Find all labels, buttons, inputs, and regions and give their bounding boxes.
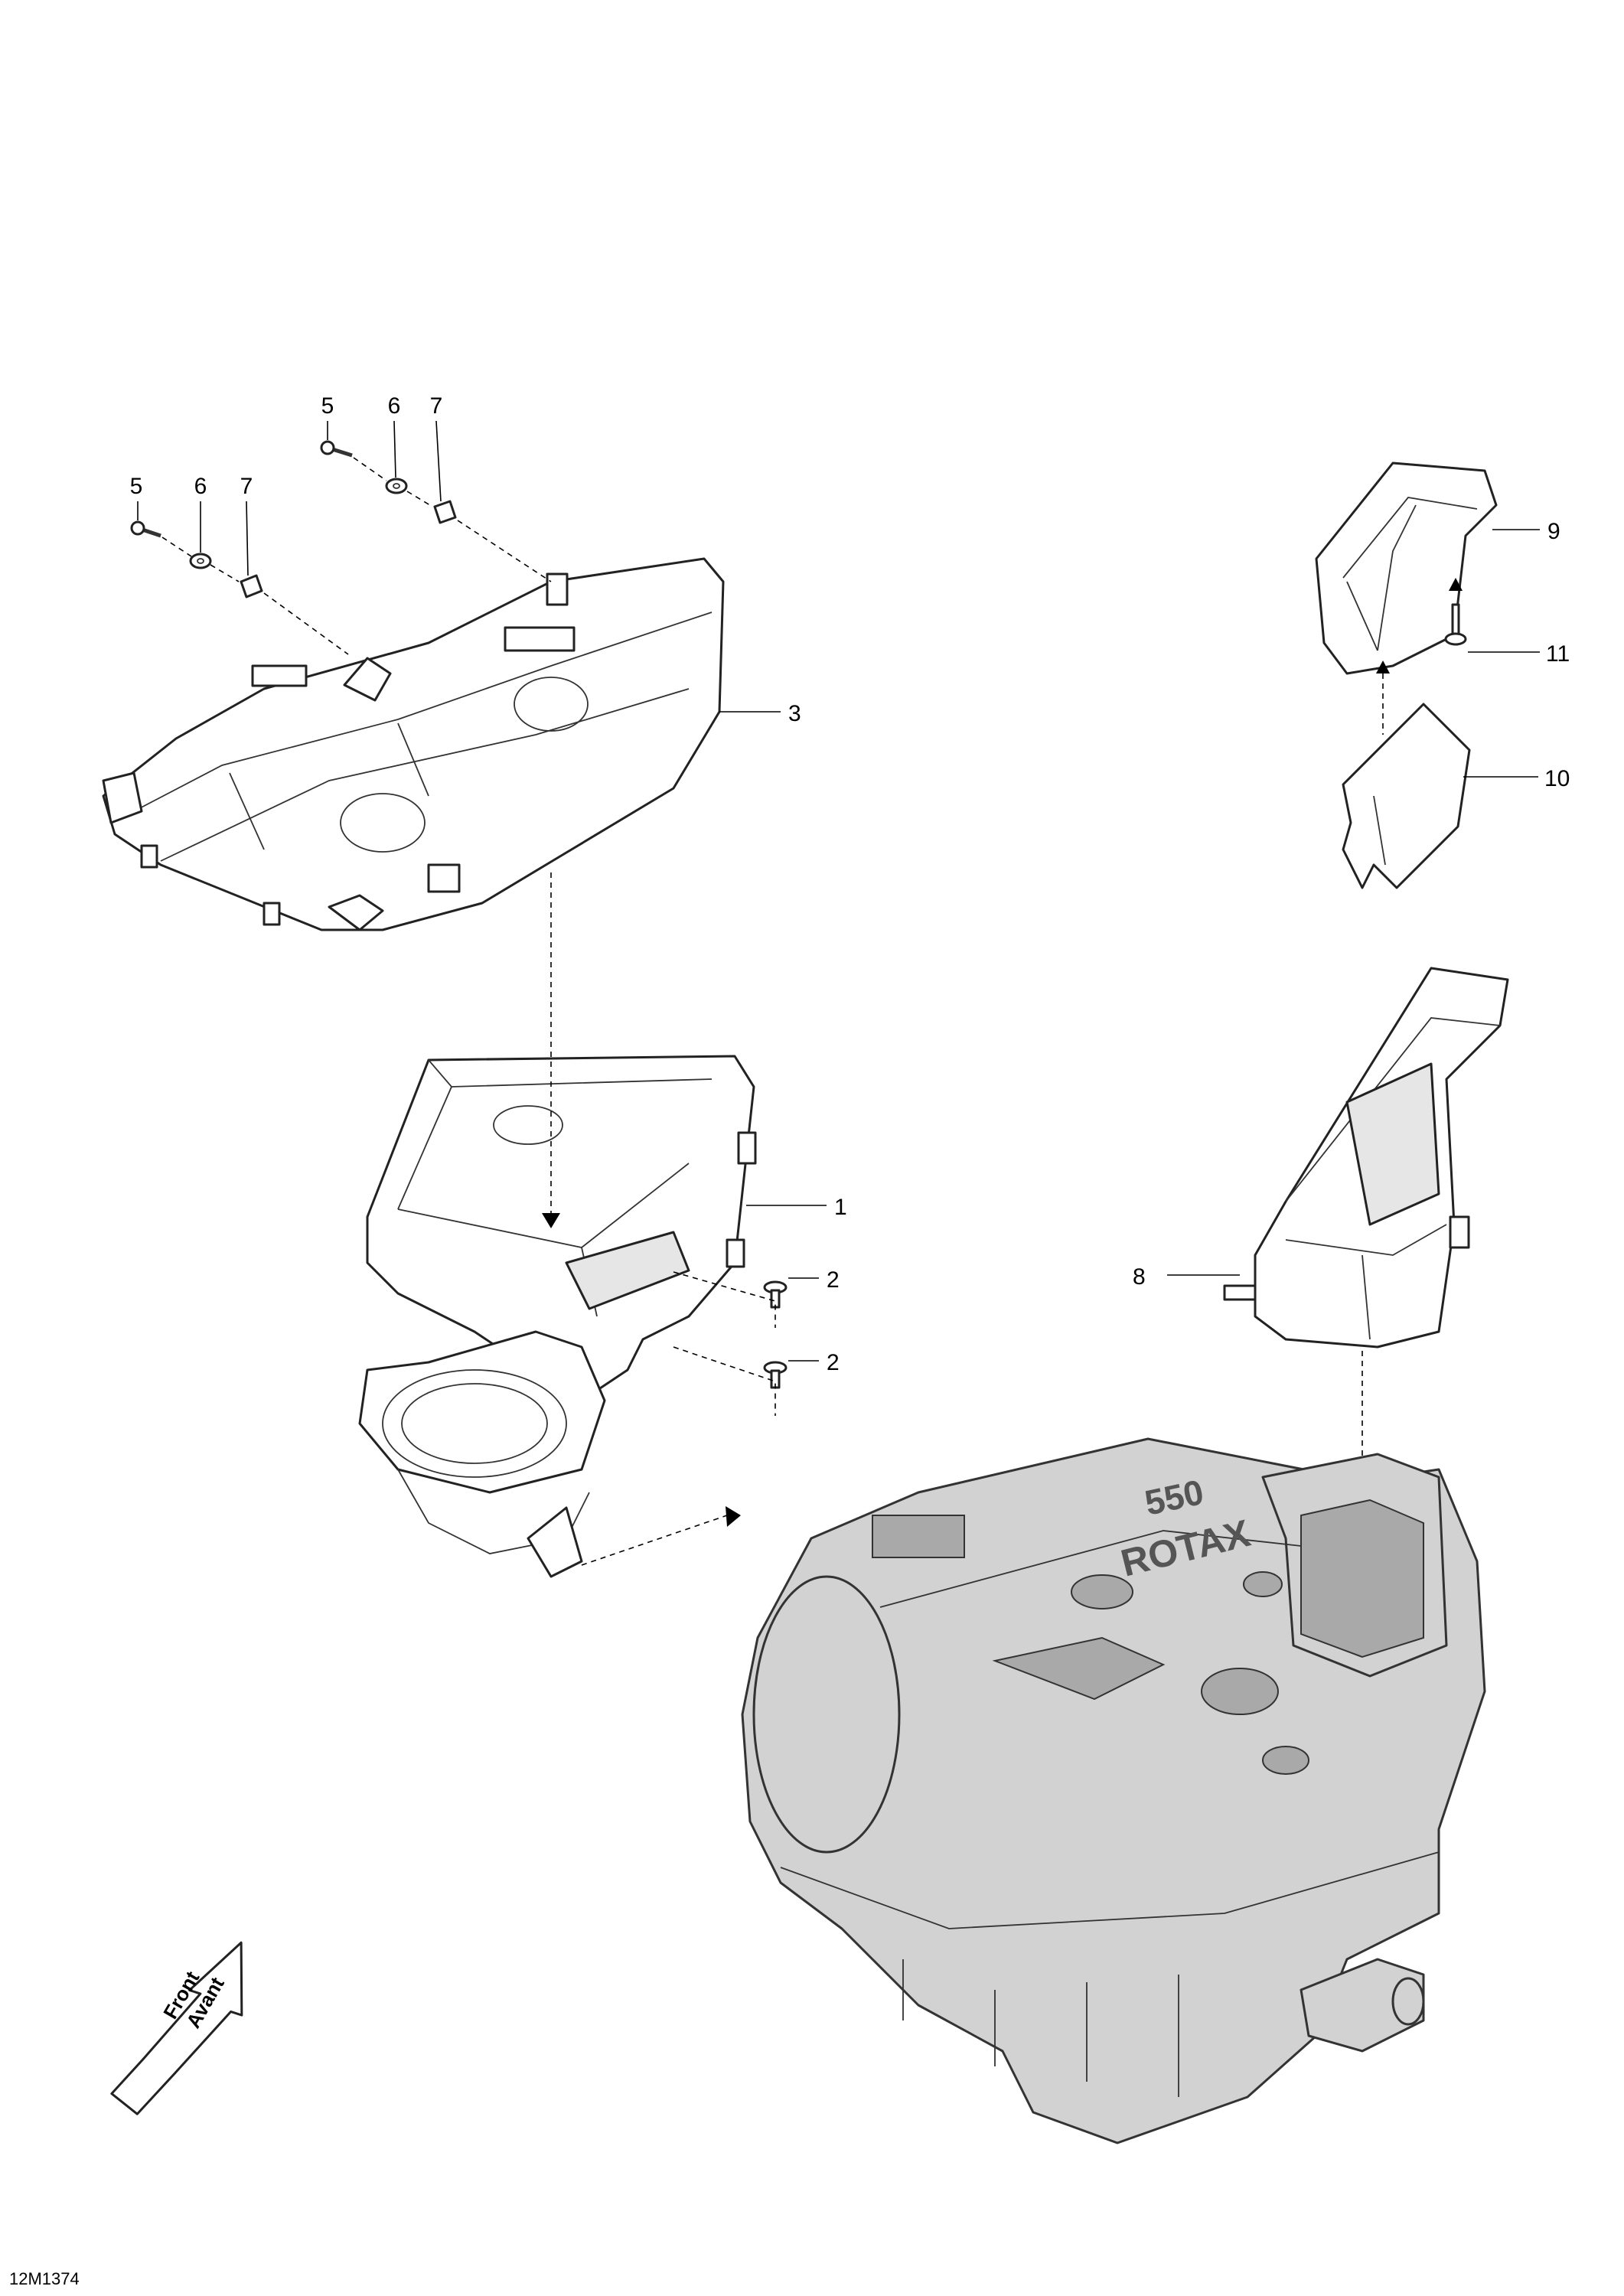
figure-code: 12M1374 bbox=[9, 2269, 80, 2288]
rotax-engine: 550 ROTAX bbox=[741, 1437, 1486, 2144]
screw-part-2-a bbox=[763, 1280, 788, 1309]
callout-5-a: 5 bbox=[130, 474, 143, 499]
upper-fan-cover-part-3 bbox=[102, 557, 725, 931]
air-duct-part-8 bbox=[1223, 967, 1509, 1349]
callout-9: 9 bbox=[1547, 519, 1560, 544]
washer-part-6-b bbox=[385, 478, 408, 494]
callout-8: 8 bbox=[1133, 1264, 1146, 1290]
screw-part-5-a bbox=[130, 520, 161, 538]
fan-housing-part-1 bbox=[358, 1055, 757, 1578]
fastener-set-a bbox=[130, 520, 349, 655]
callouts: 5 6 7 5 6 7 3 1 2 2 9 11 10 8 bbox=[130, 393, 1570, 1375]
alignment-line-1-to-engine bbox=[581, 1515, 728, 1566]
callout-6-a: 6 bbox=[194, 474, 207, 499]
front-orientation-arrow: Front Avant bbox=[110, 1941, 243, 2115]
callout-7-b: 7 bbox=[430, 393, 443, 419]
pad-part-10 bbox=[1342, 703, 1471, 889]
callout-7-a: 7 bbox=[240, 474, 253, 499]
callout-1: 1 bbox=[834, 1195, 847, 1220]
clip-nut-part-7-b bbox=[433, 500, 457, 524]
screw-part-11 bbox=[1444, 603, 1467, 646]
callout-5-b: 5 bbox=[321, 393, 334, 419]
washer-part-6-a bbox=[189, 553, 212, 569]
callout-11: 11 bbox=[1546, 641, 1570, 667]
callout-3: 3 bbox=[788, 701, 801, 726]
callout-6-b: 6 bbox=[388, 393, 401, 419]
callout-2-a: 2 bbox=[827, 1267, 840, 1293]
deflector-part-9 bbox=[1315, 461, 1498, 675]
screw-part-5-b bbox=[320, 440, 353, 458]
callout-2-b: 2 bbox=[827, 1350, 840, 1375]
clip-nut-part-7-a bbox=[240, 574, 263, 598]
fastener-set-b bbox=[320, 440, 552, 582]
callout-10: 10 bbox=[1544, 766, 1570, 791]
